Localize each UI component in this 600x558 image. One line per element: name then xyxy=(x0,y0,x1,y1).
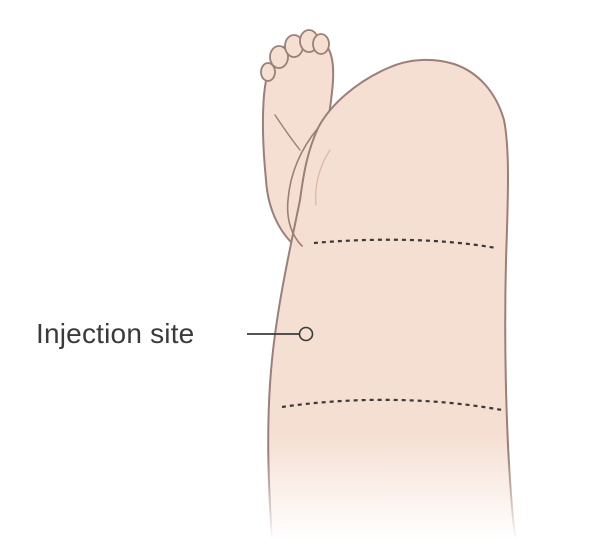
lower-boundary-line xyxy=(281,398,503,412)
leg xyxy=(267,58,517,541)
upper-boundary-line xyxy=(313,238,497,250)
injection-site-marker xyxy=(298,326,314,342)
injection-site-label: Injection site xyxy=(36,318,194,349)
